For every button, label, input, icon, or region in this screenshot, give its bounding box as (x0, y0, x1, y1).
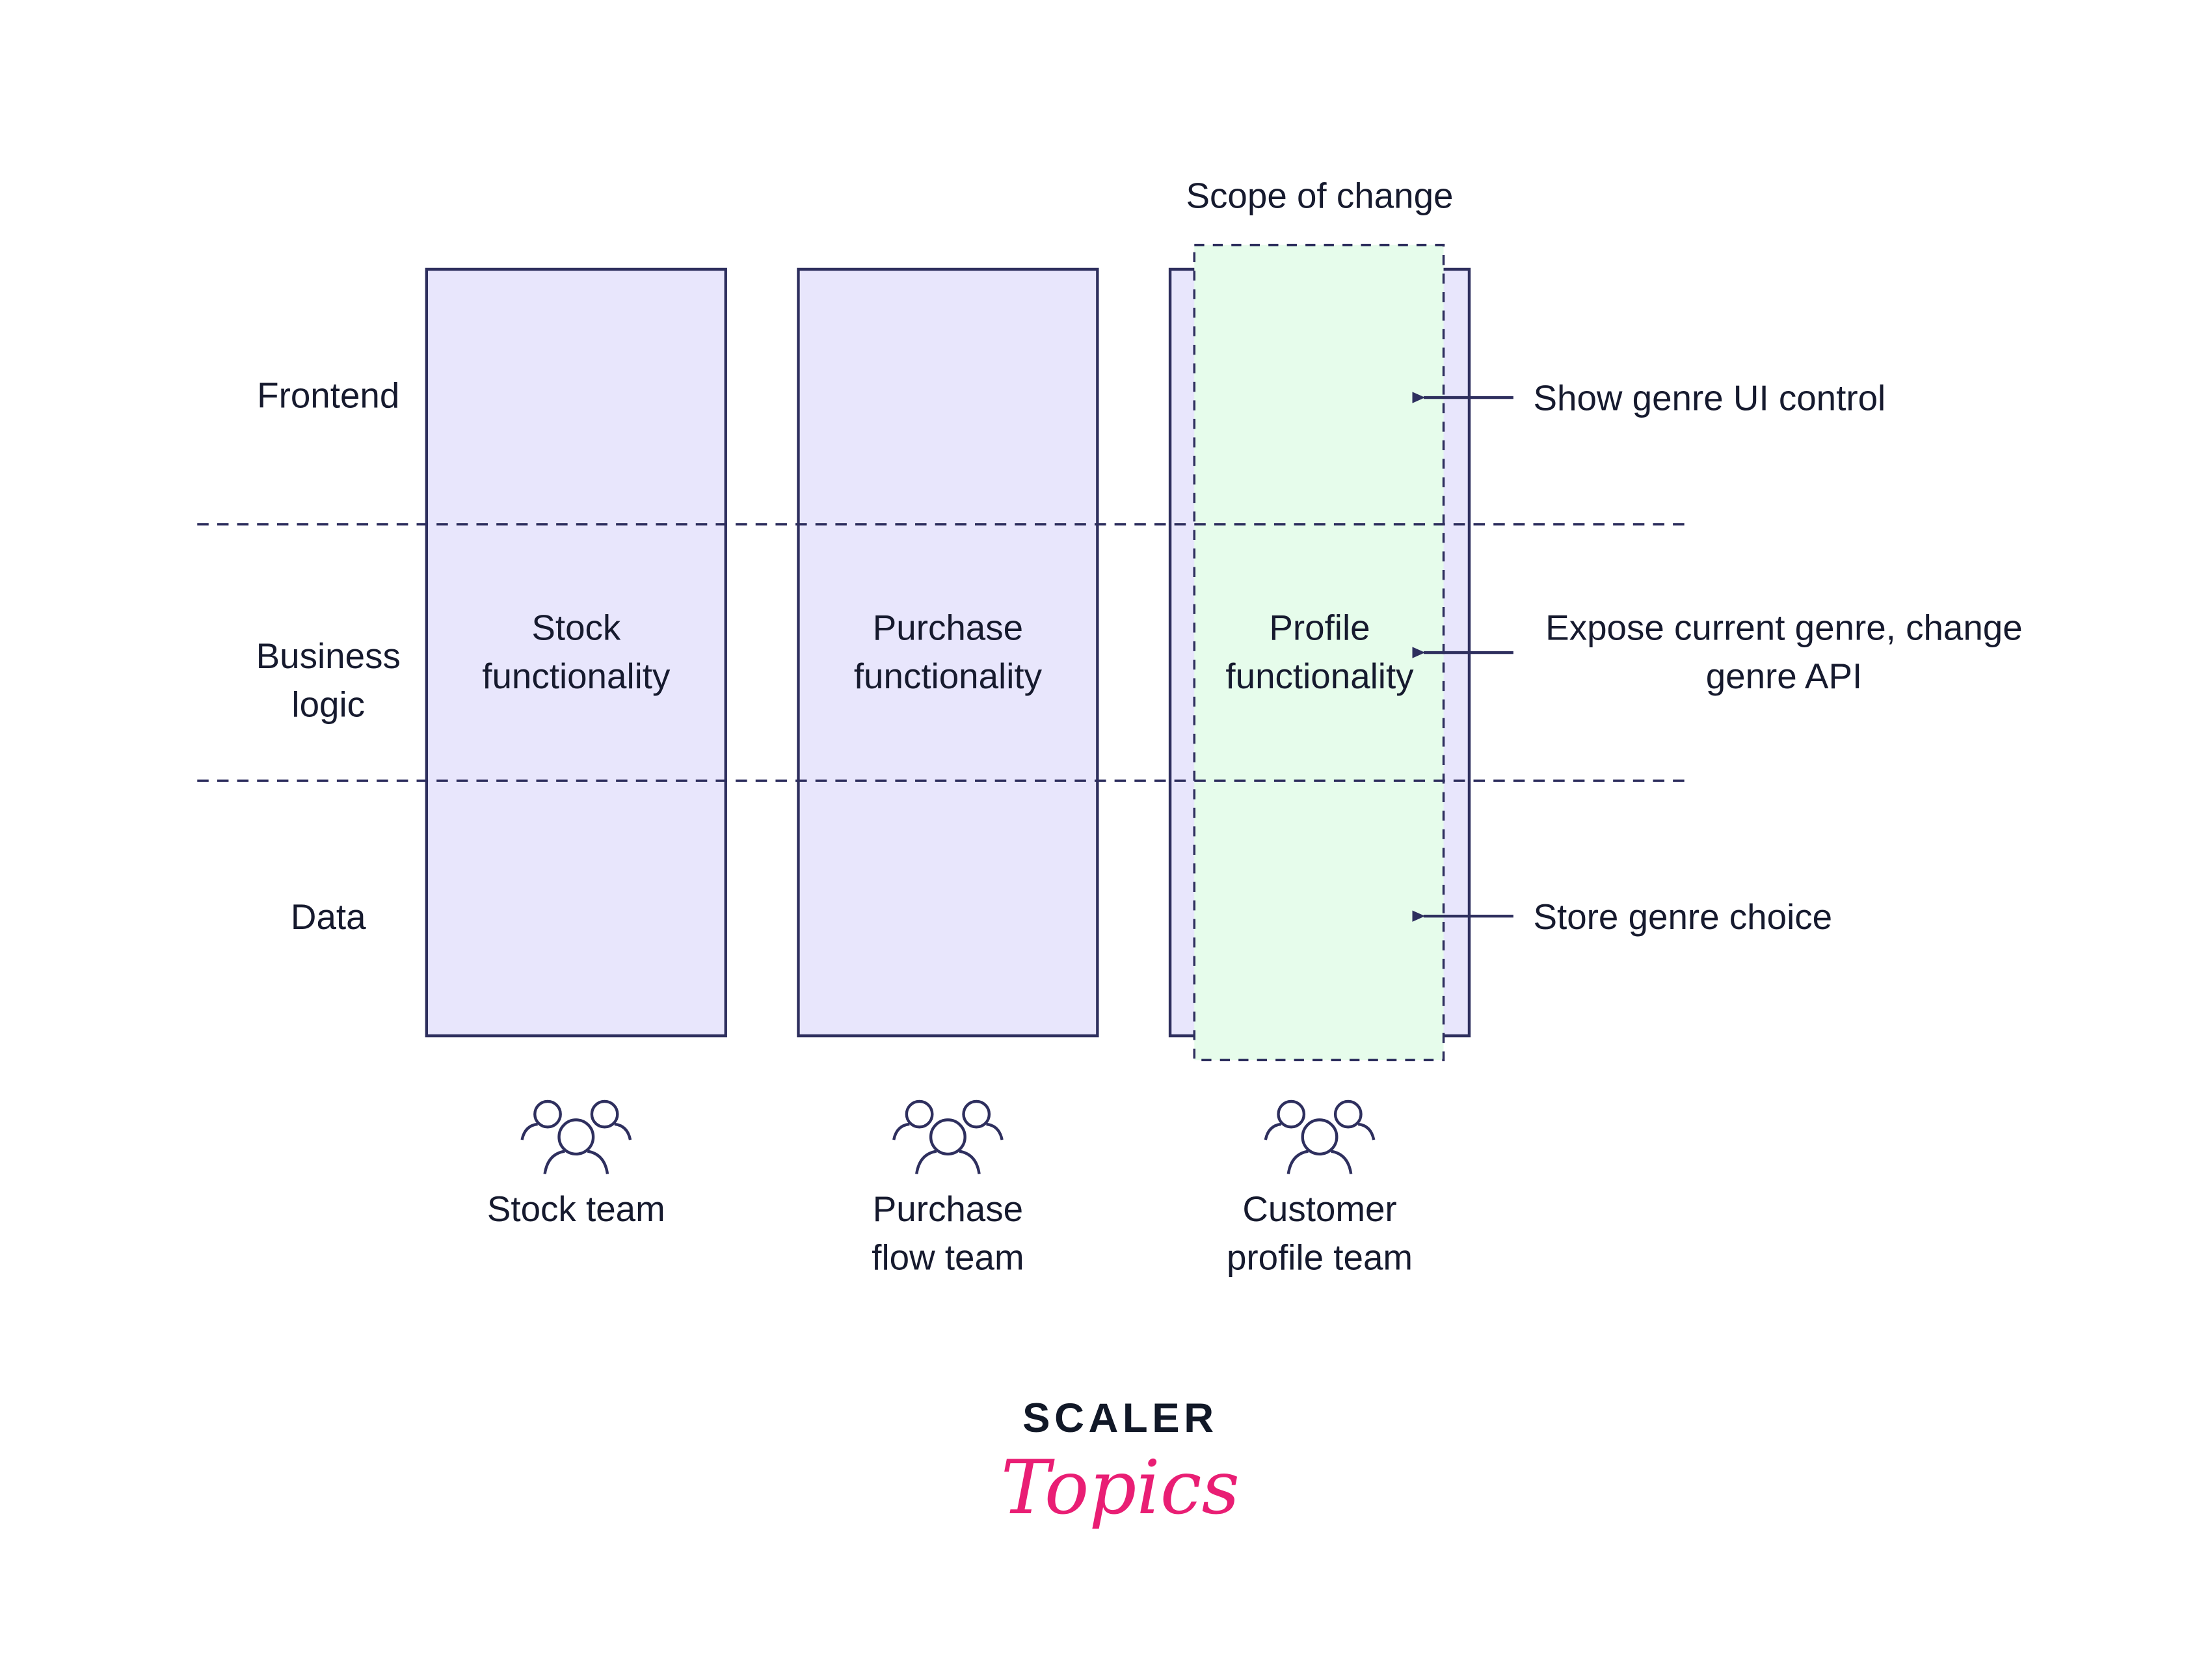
team-label: profile team (1227, 1237, 1413, 1277)
team-label: Stock team (487, 1189, 665, 1229)
logo-scaler: SCALER (1022, 1395, 1218, 1441)
team-icon (522, 1101, 630, 1174)
layer-label-business: Business (256, 636, 401, 676)
column-title: functionality (854, 656, 1043, 696)
team-icon (894, 1101, 1002, 1174)
annotation-frontend: Show genre UI control (1534, 378, 1886, 418)
column-title: Stock (531, 607, 621, 647)
scope-label: Scope of change (1186, 176, 1454, 216)
layer-label-frontend: Frontend (257, 375, 399, 415)
column-title: Profile (1269, 607, 1370, 647)
column-title: Purchase (873, 607, 1023, 647)
layer-label-business: logic (291, 684, 365, 725)
stock-column-box (425, 267, 727, 1038)
annotation-data: Store genre choice (1534, 896, 1833, 937)
annotation-business: genre API (1706, 656, 1862, 696)
annotation-business: Expose current genre, change (1545, 607, 2023, 647)
team-label: Customer (1242, 1189, 1396, 1229)
logo-topics: Topics (1001, 1444, 1240, 1531)
team-label: Purchase (873, 1189, 1023, 1229)
scaler-topics-logo: SCALER Topics (1001, 1395, 1240, 1531)
team-label: flow team (872, 1237, 1024, 1277)
layer-label-data: Data (291, 896, 366, 937)
column-title: functionality (1225, 656, 1414, 696)
purchase-column-box (797, 267, 1099, 1038)
column-title: functionality (482, 656, 671, 696)
team-icon (1266, 1101, 1374, 1174)
scope-of-change-region (1193, 243, 1445, 1062)
